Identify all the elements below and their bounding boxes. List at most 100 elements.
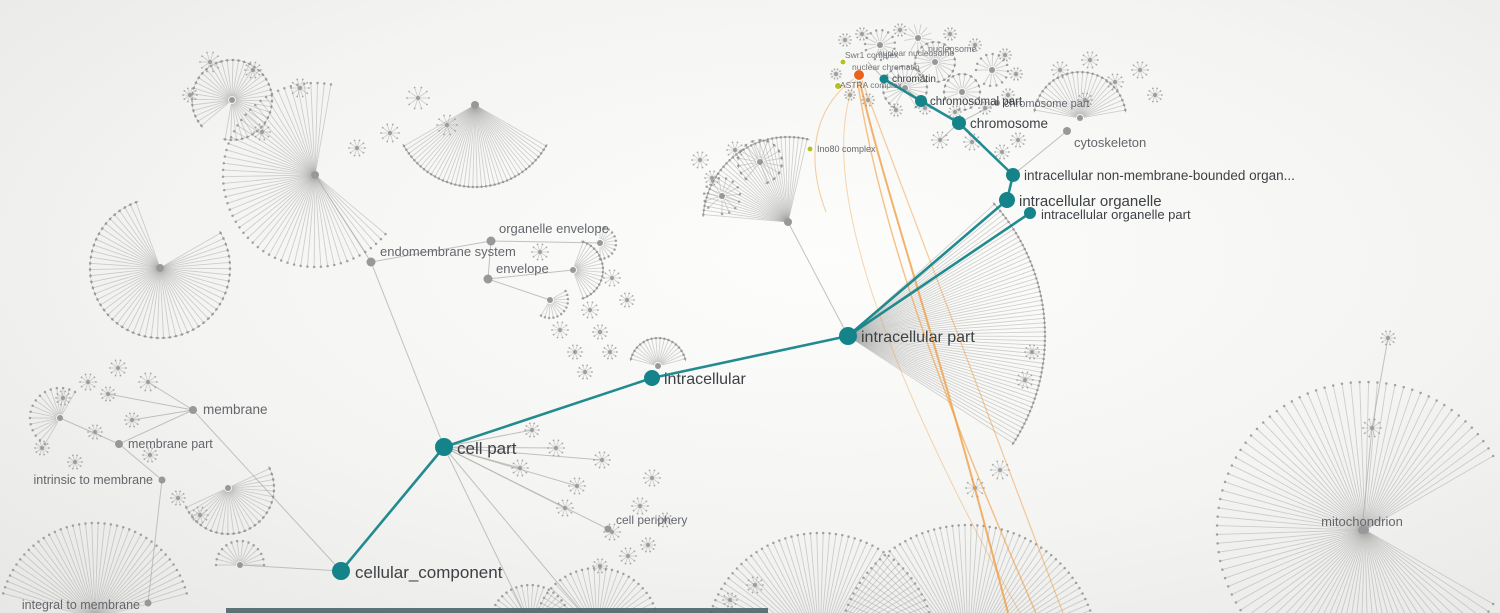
- mini-cluster-node[interactable]: [969, 139, 975, 145]
- mini-cluster-node[interactable]: [937, 137, 943, 143]
- node-cell_part[interactable]: [435, 438, 453, 456]
- cluster-hub-node[interactable]: [915, 35, 921, 41]
- cluster-hub-node[interactable]: [229, 97, 235, 103]
- mini-cluster-node[interactable]: [587, 307, 593, 313]
- enriched-term-node[interactable]: [839, 58, 847, 66]
- mini-cluster-node[interactable]: [175, 495, 181, 501]
- term-node[interactable]: [994, 100, 1000, 106]
- cluster-hub-node[interactable]: [784, 218, 792, 226]
- mini-cluster-node[interactable]: [624, 297, 630, 303]
- cluster-hub-node[interactable]: [311, 171, 319, 179]
- mini-cluster-node[interactable]: [727, 597, 733, 603]
- mini-cluster-node[interactable]: [1112, 79, 1118, 85]
- node-intracellular[interactable]: [644, 370, 660, 386]
- mini-cluster-node[interactable]: [599, 457, 605, 463]
- term-node[interactable]: [366, 257, 376, 267]
- node-intracellular_organelle[interactable]: [999, 192, 1015, 208]
- term-node[interactable]: [158, 476, 166, 484]
- cluster-hub-node[interactable]: [547, 297, 553, 303]
- node-intracellular_organelle_part[interactable]: [1024, 207, 1036, 219]
- mini-cluster-node[interactable]: [1005, 92, 1011, 98]
- mini-cluster-node[interactable]: [952, 109, 958, 115]
- mini-cluster-node[interactable]: [1013, 71, 1019, 77]
- mini-cluster-node[interactable]: [972, 42, 978, 48]
- enriched-term-node[interactable]: [806, 145, 814, 153]
- mini-cluster-node[interactable]: [415, 95, 421, 101]
- mini-cluster-node[interactable]: [1015, 137, 1021, 143]
- mini-cluster-node[interactable]: [572, 349, 578, 355]
- term-node[interactable]: [604, 525, 612, 533]
- term-node[interactable]: [115, 440, 123, 448]
- cluster-hub-node[interactable]: [225, 485, 231, 491]
- mini-cluster-node[interactable]: [859, 31, 865, 37]
- cluster-hub-node[interactable]: [57, 415, 63, 421]
- mini-cluster-node[interactable]: [947, 31, 953, 37]
- mini-cluster-node[interactable]: [39, 445, 45, 451]
- mini-cluster-node[interactable]: [1137, 67, 1143, 73]
- mini-cluster-node[interactable]: [553, 445, 559, 451]
- term-node[interactable]: [483, 274, 493, 284]
- mini-cluster-node[interactable]: [609, 275, 615, 281]
- mini-cluster-node[interactable]: [197, 512, 203, 518]
- term-node[interactable]: [189, 406, 197, 414]
- mini-cluster-node[interactable]: [999, 149, 1005, 155]
- node-chromosomal_part[interactable]: [915, 95, 927, 107]
- mini-cluster-node[interactable]: [259, 129, 265, 135]
- mini-cluster-node[interactable]: [582, 369, 588, 375]
- mini-cluster-node[interactable]: [129, 417, 135, 423]
- mini-cluster-node[interactable]: [597, 329, 603, 335]
- mini-cluster-node[interactable]: [1152, 92, 1158, 98]
- node-chromatin[interactable]: [879, 74, 889, 84]
- cluster-hub-node[interactable]: [719, 193, 725, 199]
- mini-cluster-node[interactable]: [557, 327, 563, 333]
- term-node[interactable]: [144, 599, 152, 607]
- cluster-hub-node[interactable]: [757, 159, 763, 165]
- mini-cluster-node[interactable]: [250, 67, 256, 73]
- mini-cluster-node[interactable]: [72, 459, 78, 465]
- mini-cluster-node[interactable]: [444, 122, 450, 128]
- mini-cluster-node[interactable]: [649, 475, 655, 481]
- mini-cluster-node[interactable]: [387, 130, 393, 136]
- mini-cluster-node[interactable]: [607, 349, 613, 355]
- cluster-hub-node[interactable]: [570, 267, 576, 273]
- mini-cluster-node[interactable]: [597, 563, 603, 569]
- mini-cluster-node[interactable]: [92, 429, 98, 435]
- mini-cluster-node[interactable]: [645, 542, 651, 548]
- mini-cluster-node[interactable]: [1029, 349, 1035, 355]
- mini-cluster-node[interactable]: [997, 467, 1003, 473]
- mini-cluster-node[interactable]: [897, 27, 903, 33]
- term-node[interactable]: [1063, 127, 1071, 135]
- mini-cluster-node[interactable]: [847, 92, 853, 98]
- cluster-hub-node[interactable]: [156, 264, 164, 272]
- cluster-hub-node[interactable]: [877, 42, 883, 48]
- enriched-term-node[interactable]: [834, 82, 842, 90]
- mini-cluster-node[interactable]: [297, 85, 303, 91]
- mini-cluster-node[interactable]: [115, 365, 121, 371]
- node-cellular_component[interactable]: [332, 562, 350, 580]
- mini-cluster-node[interactable]: [562, 505, 568, 511]
- cluster-hub-node[interactable]: [989, 67, 995, 73]
- cluster-hub-node[interactable]: [959, 89, 965, 95]
- mini-cluster-node[interactable]: [207, 59, 213, 65]
- mini-cluster-node[interactable]: [625, 553, 631, 559]
- mini-cluster-node[interactable]: [537, 249, 543, 255]
- mini-cluster-node[interactable]: [1002, 52, 1008, 58]
- mini-cluster-node[interactable]: [833, 71, 839, 77]
- mini-cluster-node[interactable]: [1385, 335, 1391, 341]
- mini-cluster-node[interactable]: [662, 517, 668, 523]
- mini-cluster-node[interactable]: [637, 503, 643, 509]
- mini-cluster-node[interactable]: [609, 529, 615, 535]
- node-chromosome[interactable]: [952, 116, 966, 130]
- mini-cluster-node[interactable]: [982, 105, 988, 111]
- cluster-hub-node[interactable]: [597, 240, 603, 246]
- mini-cluster-node[interactable]: [1022, 377, 1028, 383]
- node-non_membrane_bounded[interactable]: [1006, 168, 1020, 182]
- node-intracellular_part[interactable]: [839, 327, 857, 345]
- term-node[interactable]: [486, 236, 496, 246]
- mini-cluster-node[interactable]: [85, 379, 91, 385]
- mini-cluster-node[interactable]: [529, 427, 535, 433]
- mini-cluster-node[interactable]: [709, 175, 715, 181]
- highlighted-term-node[interactable]: [853, 69, 865, 81]
